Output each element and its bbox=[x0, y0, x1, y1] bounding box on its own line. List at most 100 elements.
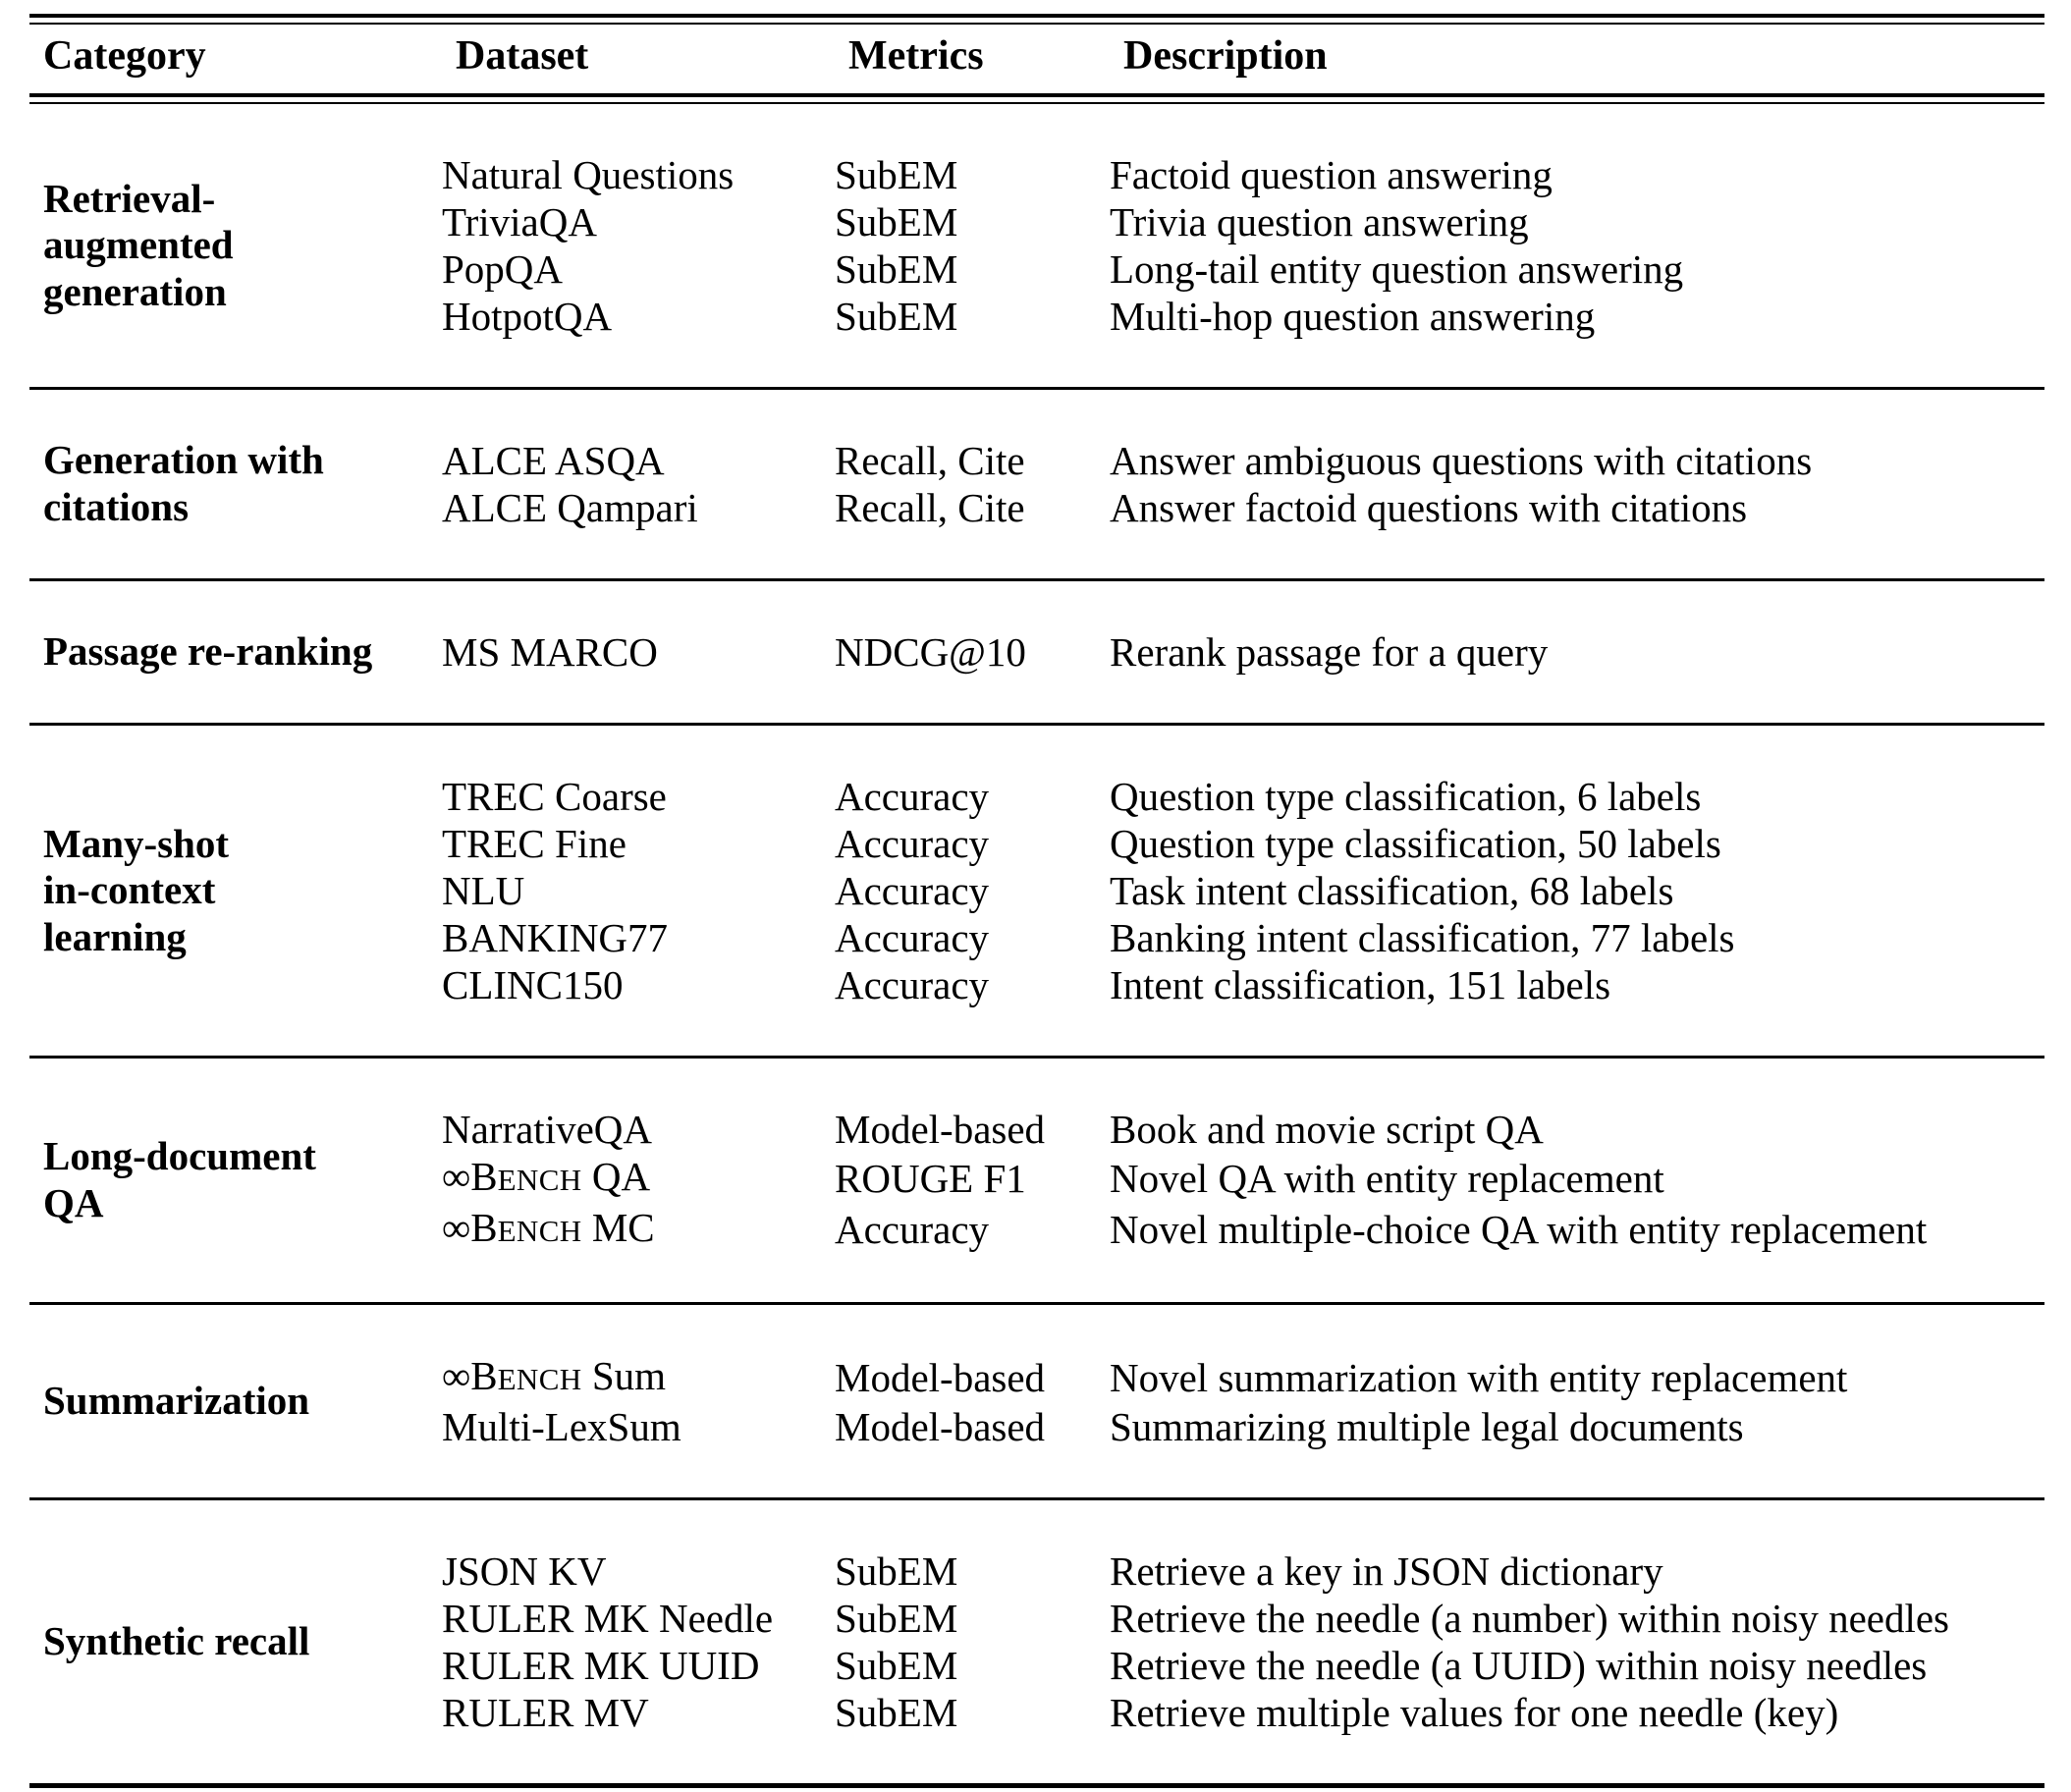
metrics-cell: SubEM bbox=[835, 1689, 1110, 1736]
category-cell: Passage re-ranking bbox=[29, 581, 442, 725]
dataset-cell: TREC Coarse bbox=[442, 773, 835, 820]
group-pad-bottom bbox=[442, 676, 2044, 723]
category-cell: Many-shot in-context learning bbox=[29, 726, 442, 1058]
dataset-cell: ∞BENCH QA bbox=[442, 1153, 835, 1204]
infinity-symbol: ∞ bbox=[442, 1353, 470, 1398]
description-cell: Question type classification, 6 labels bbox=[1110, 773, 2044, 820]
description-cell: Summarizing multiple legal documents bbox=[1110, 1403, 2044, 1450]
column-header-dataset: Dataset bbox=[442, 24, 835, 95]
description-cell: Banking intent classification, 77 labels bbox=[1110, 914, 2044, 961]
table-rule-bottom bbox=[29, 1786, 2044, 1792]
description-cell: Book and movie script QA bbox=[1110, 1106, 2044, 1153]
description-cell: Rerank passage for a query bbox=[1110, 628, 2044, 676]
metrics-cell: Model-based bbox=[835, 1106, 1110, 1153]
description-cell: Task intent classification, 68 labels bbox=[1110, 867, 2044, 914]
group-pad-top bbox=[442, 726, 2044, 773]
description-cell: Question type classification, 50 labels bbox=[1110, 820, 2044, 867]
description-cell: Retrieve the needle (a number) within no… bbox=[1110, 1595, 2044, 1642]
metrics-cell: NDCG@10 bbox=[835, 628, 1110, 676]
dataset-cell: RULER MK UUID bbox=[442, 1642, 835, 1689]
metrics-cell: SubEM bbox=[835, 1642, 1110, 1689]
metrics-cell: Recall, Cite bbox=[835, 484, 1110, 531]
dataset-cell: NarrativeQA bbox=[442, 1106, 835, 1153]
dataset-cell: ALCE ASQA bbox=[442, 437, 835, 484]
table-rule-top bbox=[29, 16, 2044, 24]
description-cell: Retrieve the needle (a UUID) within nois… bbox=[1110, 1642, 2044, 1689]
metrics-cell: Accuracy bbox=[835, 1204, 1110, 1255]
metrics-cell: SubEM bbox=[835, 245, 1110, 293]
infinity-symbol: ∞ bbox=[442, 1205, 470, 1250]
dataset-cell: MS MARCO bbox=[442, 628, 835, 676]
metrics-cell: Accuracy bbox=[835, 820, 1110, 867]
metrics-cell: Recall, Cite bbox=[835, 437, 1110, 484]
dataset-cell: Natural Questions bbox=[442, 151, 835, 198]
group-pad-bottom bbox=[442, 1008, 2044, 1056]
dataset-cell: ∞BENCH MC bbox=[442, 1204, 835, 1255]
group-pad-bottom bbox=[442, 1450, 2044, 1497]
category-cell: Generation with citations bbox=[29, 390, 442, 580]
metrics-cell: Model-based bbox=[835, 1403, 1110, 1450]
metrics-cell: ROUGE F1 bbox=[835, 1153, 1110, 1204]
category-cell: Summarization bbox=[29, 1305, 442, 1499]
description-cell: Retrieve a key in JSON dictionary bbox=[1110, 1548, 2044, 1595]
column-header-description: Description bbox=[1110, 24, 2044, 95]
dataset-cell: TriviaQA bbox=[442, 198, 835, 245]
dataset-cell: ALCE Qampari bbox=[442, 484, 835, 531]
dataset-cell: RULER MV bbox=[442, 1689, 835, 1736]
description-cell: Novel QA with entity replacement bbox=[1110, 1153, 2044, 1204]
dataset-cell: Multi-LexSum bbox=[442, 1403, 835, 1450]
group-pad-top bbox=[442, 104, 2044, 151]
group-pad-top bbox=[442, 581, 2044, 628]
description-cell: Trivia question answering bbox=[1110, 198, 2044, 245]
dataset-cell: PopQA bbox=[442, 245, 835, 293]
metrics-cell: SubEM bbox=[835, 198, 1110, 245]
category-cell: Retrieval- augmented generation bbox=[29, 103, 442, 389]
description-cell: Retrieve multiple values for one needle … bbox=[1110, 1689, 2044, 1736]
metrics-cell: SubEM bbox=[835, 151, 1110, 198]
dataset-cell: JSON KV bbox=[442, 1548, 835, 1595]
description-cell: Intent classification, 151 labels bbox=[1110, 961, 2044, 1008]
description-cell: Multi-hop question answering bbox=[1110, 293, 2044, 340]
description-cell: Answer factoid questions with citations bbox=[1110, 484, 2044, 531]
infinity-symbol: ∞ bbox=[442, 1154, 470, 1199]
description-cell: Factoid question answering bbox=[1110, 151, 2044, 198]
dataset-cell: HotpotQA bbox=[442, 293, 835, 340]
dataset-cell: RULER MK Needle bbox=[442, 1595, 835, 1642]
group-pad-bottom bbox=[442, 340, 2044, 387]
dataset-cell: TREC Fine bbox=[442, 820, 835, 867]
group-pad-bottom bbox=[442, 531, 2044, 578]
group-pad-top bbox=[442, 1500, 2044, 1548]
metrics-cell: Accuracy bbox=[835, 914, 1110, 961]
group-pad-bottom bbox=[442, 1736, 2044, 1783]
column-header-metrics: Metrics bbox=[835, 24, 1110, 95]
